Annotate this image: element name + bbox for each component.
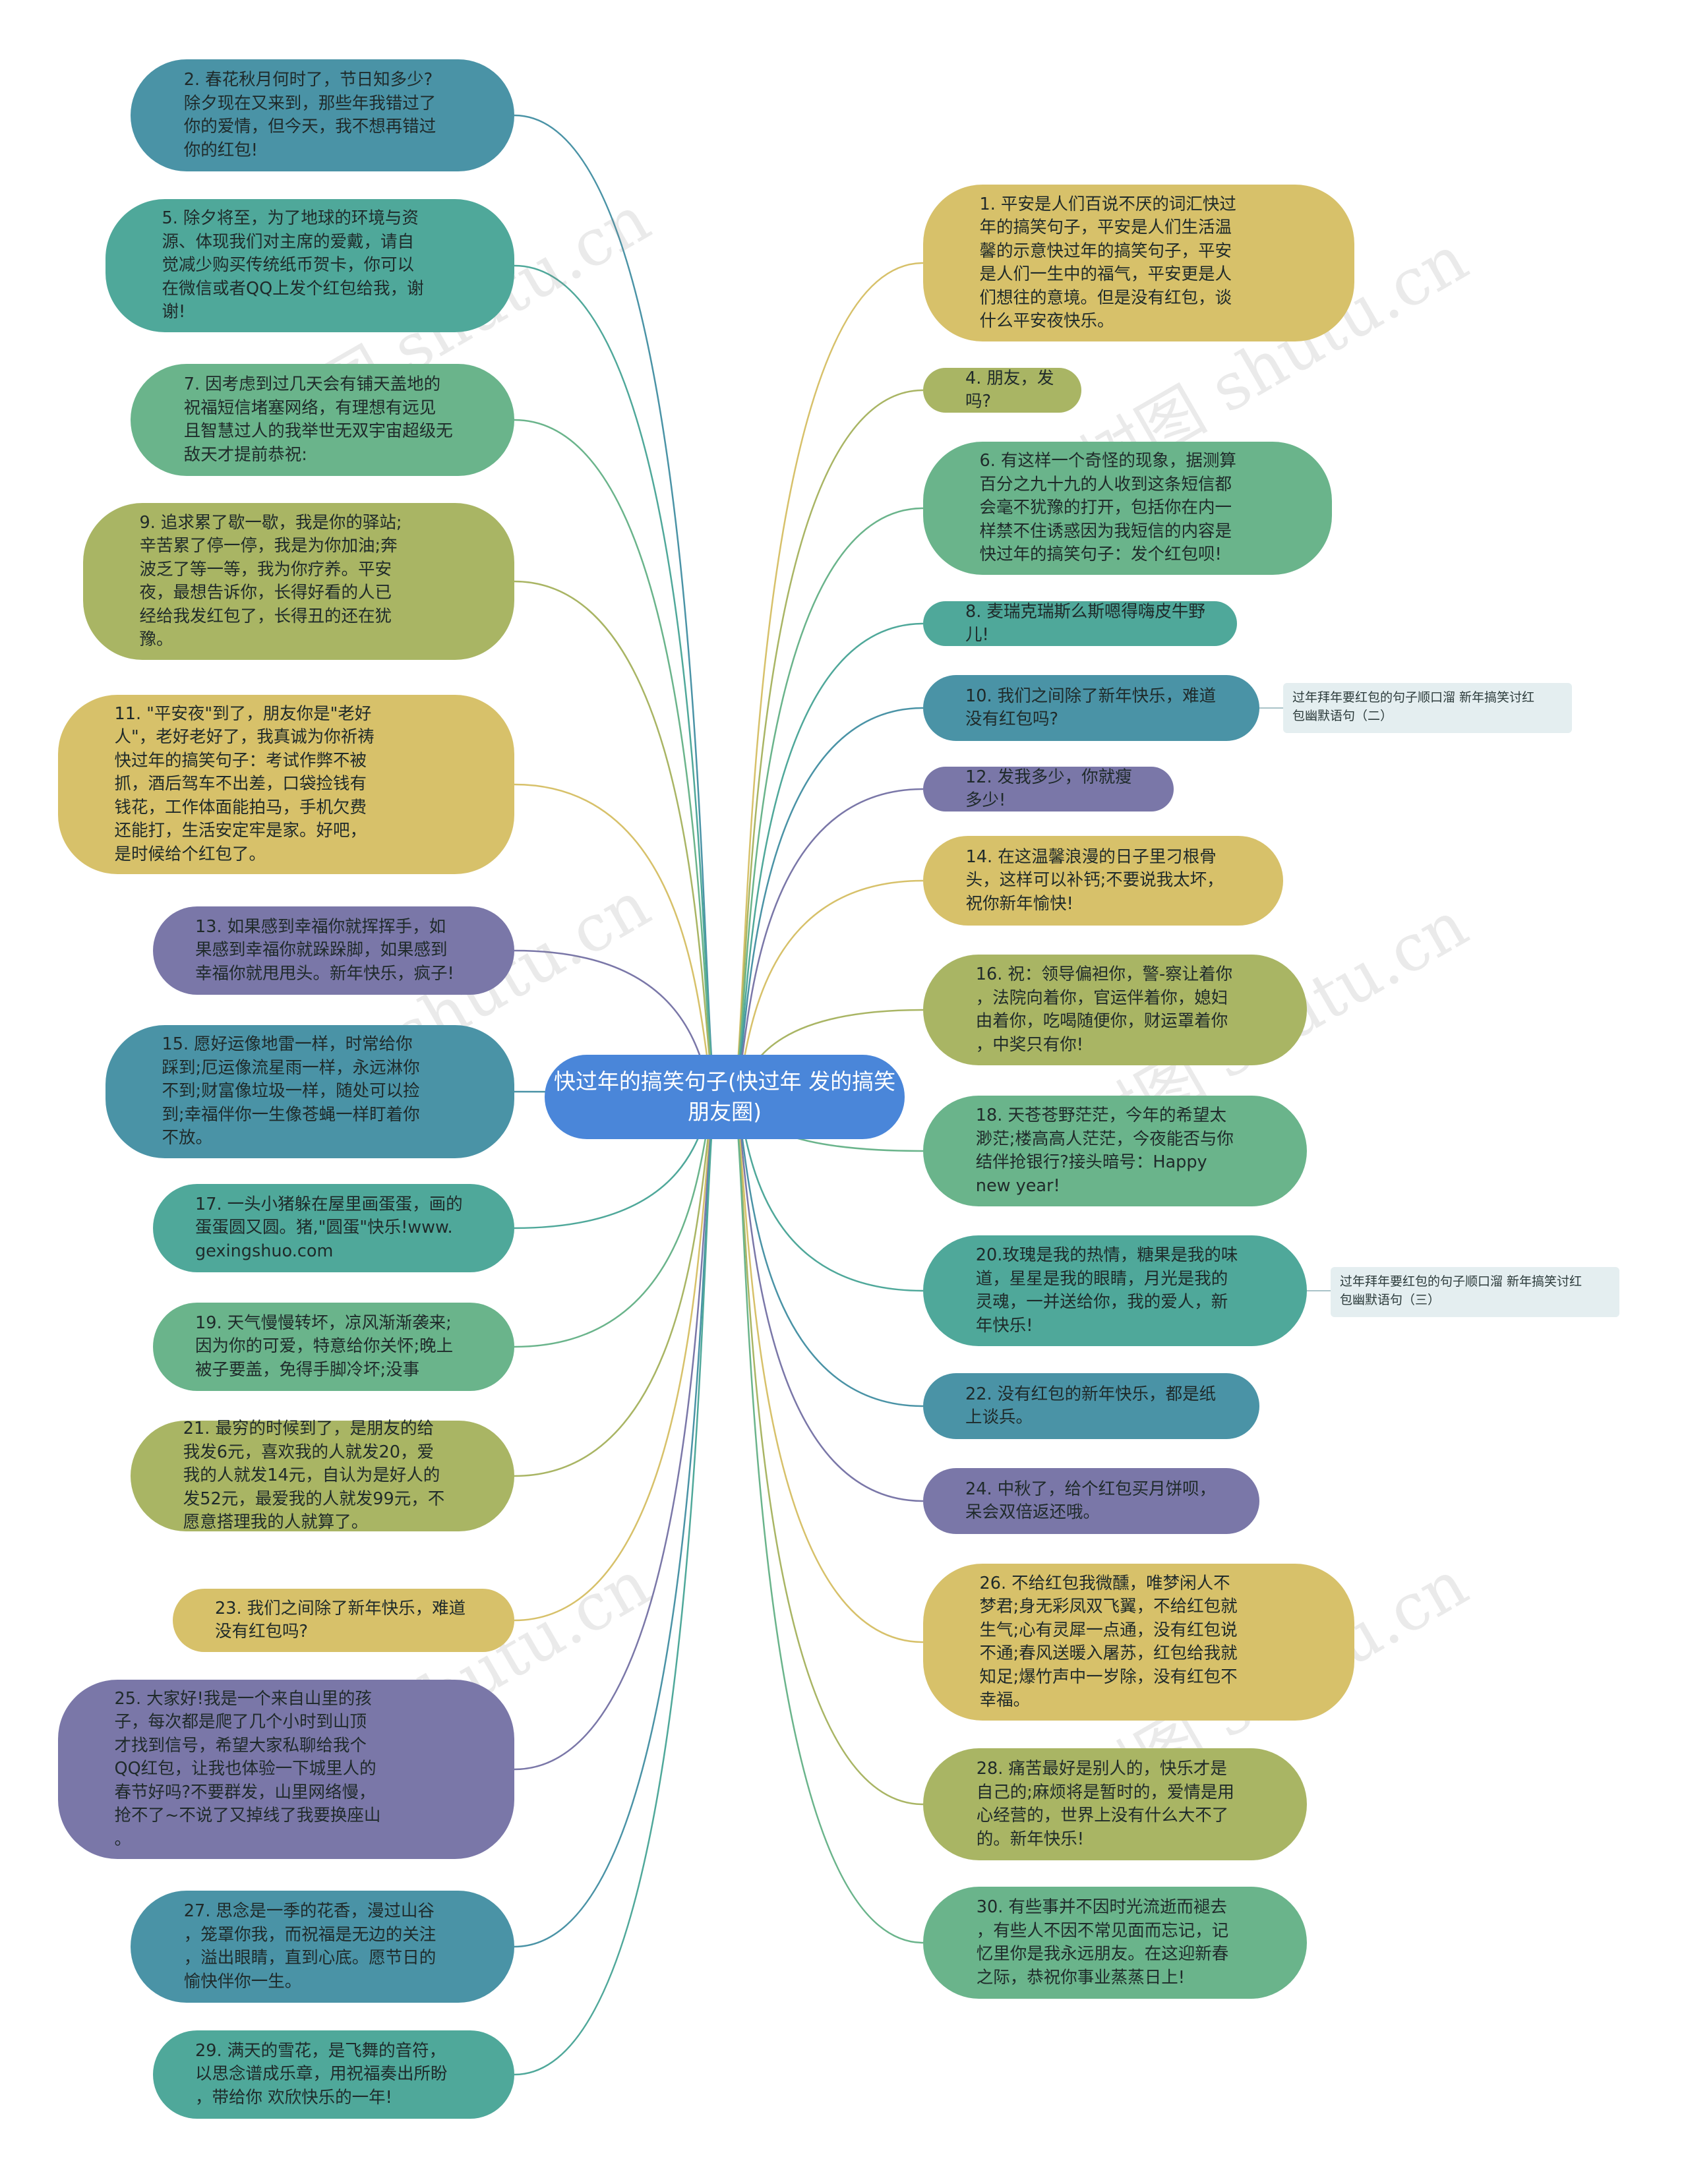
topic-text: 11. "平安夜"到了，朋友你是"老好 人"，老好老好了，我真诚为你祈祷 快过年…: [114, 703, 375, 864]
topic-node-23[interactable]: 23. 我们之间除了新年快乐，难道 没有红包吗?: [173, 1589, 514, 1652]
topic-node-4[interactable]: 4. 朋友，发吗?: [923, 368, 1081, 413]
connector-n24: [731, 1096, 924, 1502]
topic-node-12[interactable]: 12. 发我多少，你就瘦多少!: [923, 767, 1174, 812]
topic-node-18[interactable]: 18. 天苍苍野茫茫，今年的希望太 渺茫;楼高高人茫茫，今夜能否与你 结伴抢银行…: [923, 1096, 1307, 1206]
topic-text: 23. 我们之间除了新年快乐，难道 没有红包吗?: [215, 1598, 466, 1642]
connector-n5: [514, 264, 719, 1098]
topic-text: 30. 有些事并不因时光流逝而褪去 ，有些人不因不常见面而忘记，记 忆里你是我永…: [976, 1897, 1229, 1988]
topic-node-30[interactable]: 30. 有些事并不因时光流逝而褪去 ，有些人不因不常见面而忘记，记 忆里你是我永…: [923, 1887, 1307, 1999]
topic-text: 17. 一头小猪躲在屋里画蛋蛋，画的 蛋蛋圆又圆。猪,"圆蛋"快乐!www. g…: [195, 1194, 463, 1261]
connector-n7: [514, 419, 719, 1098]
topic-node-5[interactable]: 5. 除夕将至，为了地球的环境与资 源、体现我们对主席的爱戴，请自 觉减少购买传…: [106, 199, 514, 332]
connector-n9: [514, 580, 719, 1098]
topic-node-24[interactable]: 24. 中秋了，给个红包买月饼呗， 呆会双倍返还哦。: [923, 1468, 1259, 1534]
connector-n12: [731, 788, 924, 1098]
topic-text: 26. 不给红包我微醺，唯梦闲人不 梦君;身无彩凤双飞翼，不给红包就 生气;心有…: [979, 1573, 1238, 1711]
topic-node-21[interactable]: 21. 最穷的时候到了，是朋友的给 我发6元，喜欢我的人就发20，爱 我的人就发…: [131, 1419, 514, 1532]
topic-node-27[interactable]: 27. 思念是一季的花香，漫过山谷 ，笼罩你我，而祝福是无边的关注 ，溢出眼睛，…: [131, 1891, 514, 2003]
topic-node-20[interactable]: 20.玫瑰是我的热情，糖果是我的味 道，星星是我的眼睛，月光是我的 灵魂，一并送…: [923, 1235, 1307, 1346]
topic-node-11[interactable]: 11. "平安夜"到了，朋友你是"老好 人"，老好老好了，我真诚为你祈祷 快过年…: [58, 695, 514, 874]
topic-text: 10. 我们之间除了新年快乐，难道 没有红包吗?: [965, 686, 1217, 730]
topic-text: 28. 痛苦最好是别人的，快乐才是 自己的;麻烦将是暂时的，爱情是用 心经营的，…: [976, 1759, 1234, 1849]
topic-text: 8. 麦瑞克瑞斯么斯嗯得嗨皮牛野儿!: [965, 601, 1205, 645]
connector-n22: [731, 1096, 924, 1407]
topic-text: 25. 大家好!我是一个来自山里的孩 子，每次都是爬了几个小时到山顶 才找到信号…: [114, 1688, 381, 1849]
topic-text: 6. 有这样一个奇怪的现象，据测算 百分之九十九的人收到这条短信都 会毫不犹豫的…: [979, 451, 1236, 565]
topic-node-25[interactable]: 25. 大家好!我是一个来自山里的孩 子，每次都是爬了几个小时到山顶 才找到信号…: [58, 1680, 514, 1859]
topic-text: 7. 因考虑到过几天会有铺天盖地的 祝福短信堵塞网络，有理想有远见 且智慧过人的…: [183, 374, 453, 465]
connector-n30: [731, 1096, 924, 1944]
side-note-20[interactable]: 过年拜年要红包的句子顺口溜 新年搞笑讨红 包幽默语句（三）: [1331, 1267, 1619, 1317]
central-topic[interactable]: 快过年的搞笑句子(快过年 发的搞笑朋友圈): [545, 1055, 905, 1139]
topic-node-22[interactable]: 22. 没有红包的新年快乐，都是纸 上谈兵。: [923, 1373, 1259, 1439]
connector-n27: [514, 1096, 719, 1948]
topic-text: 18. 天苍苍野茫茫，今年的希望太 渺茫;楼高高人茫茫，今夜能否与你 结伴抢银行…: [975, 1106, 1234, 1196]
topic-node-13[interactable]: 13. 如果感到幸福你就挥挥手，如 果感到幸福你就跺跺脚，如果感到 幸福你就甩甩…: [153, 906, 514, 995]
topic-text: 2. 春花秋月何时了，节日知多少? 除夕现在又来到，那些年我错过了 你的爱情，但…: [183, 70, 437, 160]
topic-node-9[interactable]: 9. 追求累了歇一歇，我是你的驿站; 辛苦累了停一停，我是为你加油;奔 波乏了等…: [83, 503, 514, 660]
connector-n8: [731, 622, 924, 1098]
topic-node-14[interactable]: 14. 在这温馨浪漫的日子里刁根骨 头，这样可以补钙;不要说我太坏， 祝你新年愉…: [923, 836, 1283, 926]
topic-node-1[interactable]: 1. 平安是人们百说不厌的词汇快过 年的搞笑句子，平安是人们生活温 馨的示意快过…: [923, 185, 1354, 341]
topic-text: 4. 朋友，发吗?: [965, 368, 1054, 412]
topic-text: 19. 天气慢慢转坏，凉风渐渐袭来; 因为你的可爱，特意给你关怀;晚上 被子要盖…: [195, 1313, 454, 1380]
connector-n23: [514, 1096, 719, 1622]
topic-text: 16. 祝：领导偏袒你，警-察让着你 ，法院向着你，官运伴着你，媳妇 由着你，吃…: [975, 964, 1233, 1055]
topic-text: 29. 满天的雪花，是飞舞的音符， 以思念谱成乐章，用祝福奏出所盼 ，带给你 欢…: [195, 2040, 448, 2108]
topic-text: 20.玫瑰是我的热情，糖果是我的味 道，星星是我的眼睛，月光是我的 灵魂，一并送…: [975, 1245, 1238, 1336]
topic-text: 21. 最穷的时候到了，是朋友的给 我发6元，喜欢我的人就发20，爱 我的人就发…: [183, 1419, 445, 1533]
topic-node-2[interactable]: 2. 春花秋月何时了，节日知多少? 除夕现在又来到，那些年我错过了 你的爱情，但…: [131, 59, 514, 171]
topic-node-7[interactable]: 7. 因考虑到过几天会有铺天盖地的 祝福短信堵塞网络，有理想有远见 且智慧过人的…: [131, 364, 514, 476]
topic-text: 27. 思念是一季的花香，漫过山谷 ，笼罩你我，而祝福是无边的关注 ，溢出眼睛，…: [183, 1901, 437, 1992]
topic-text: 15. 愿好运像地雷一样，时常给你 踩到;厄运像流星雨一样，永远淋你 不到;财富…: [162, 1034, 420, 1148]
topic-node-29[interactable]: 29. 满天的雪花，是飞舞的音符， 以思念谱成乐章，用祝福奏出所盼 ，带给你 欢…: [153, 2030, 514, 2119]
topic-text: 24. 中秋了，给个红包买月饼呗， 呆会双倍返还哦。: [965, 1479, 1217, 1523]
connector-n28: [731, 1096, 924, 1806]
topic-node-16[interactable]: 16. 祝：领导偏袒你，警-察让着你 ，法院向着你，官运伴着你，媳妇 由着你，吃…: [923, 955, 1307, 1065]
topic-node-26[interactable]: 26. 不给红包我微醺，唯梦闲人不 梦君;身无彩凤双飞翼，不给红包就 生气;心有…: [923, 1564, 1354, 1721]
topic-node-6[interactable]: 6. 有这样一个奇怪的现象，据测算 百分之九十九的人收到这条短信都 会毫不犹豫的…: [923, 442, 1332, 575]
topic-node-15[interactable]: 15. 愿好运像地雷一样，时常给你 踩到;厄运像流星雨一样，永远淋你 不到;财富…: [106, 1025, 514, 1158]
topic-text: 5. 除夕将至，为了地球的环境与资 源、体现我们对主席的爱戴，请自 觉减少购买传…: [162, 208, 424, 322]
topic-text: 14. 在这温馨浪漫的日子里刁根骨 头，这样可以补钙;不要说我太坏， 祝你新年愉…: [965, 846, 1224, 914]
topic-text: 13. 如果感到幸福你就挥挥手，如 果感到幸福你就跺跺脚，如果感到 幸福你就甩甩…: [195, 916, 454, 984]
topic-text: 22. 没有红包的新年快乐，都是纸 上谈兵。: [965, 1384, 1217, 1428]
topic-node-19[interactable]: 19. 天气慢慢转坏，凉风渐渐袭来; 因为你的可爱，特意给你关怀;晚上 被子要盖…: [153, 1303, 514, 1391]
connector-n11: [514, 783, 718, 1098]
connector-n4: [731, 389, 924, 1098]
topic-text: 12. 发我多少，你就瘦多少!: [965, 767, 1132, 811]
topic-node-10[interactable]: 10. 我们之间除了新年快乐，难道 没有红包吗?: [923, 675, 1259, 741]
topic-node-28[interactable]: 28. 痛苦最好是别人的，快乐才是 自己的;麻烦将是暂时的，爱情是用 心经营的，…: [923, 1748, 1307, 1860]
topic-text: 1. 平安是人们百说不厌的词汇快过 年的搞笑句子，平安是人们生活温 馨的示意快过…: [979, 194, 1236, 332]
connector-n6: [731, 507, 924, 1098]
topic-text: 9. 追求累了歇一歇，我是你的驿站; 辛苦累了停一停，我是为你加油;奔 波乏了等…: [139, 512, 402, 650]
topic-node-8[interactable]: 8. 麦瑞克瑞斯么斯嗯得嗨皮牛野儿!: [923, 601, 1237, 646]
connector-n1: [731, 262, 924, 1098]
topic-node-17[interactable]: 17. 一头小猪躲在屋里画蛋蛋，画的 蛋蛋圆又圆。猪,"圆蛋"快乐!www. g…: [153, 1184, 514, 1272]
side-note-10[interactable]: 过年拜年要红包的句子顺口溜 新年搞笑讨红 包幽默语句（二）: [1283, 683, 1572, 733]
central-topic-label: 快过年的搞笑句子(快过年 发的搞笑朋友圈): [553, 1069, 896, 1125]
connector-n29: [514, 1096, 719, 2076]
